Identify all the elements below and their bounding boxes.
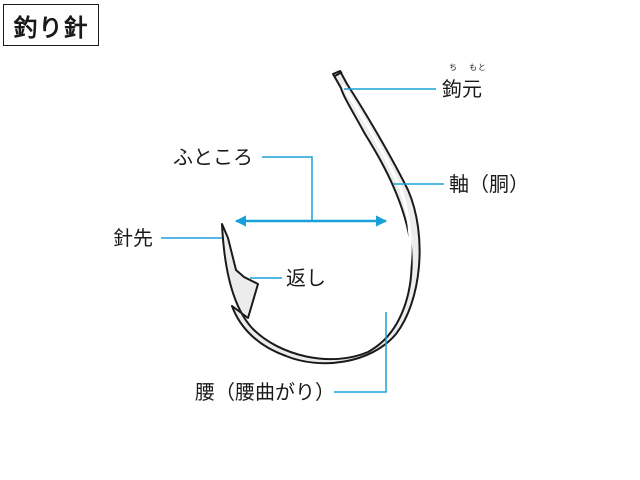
label-kaeshi: 返し [286, 266, 326, 290]
koshi-leader-line [334, 312, 387, 393]
eye-tip [334, 71, 343, 77]
futokoro-leader-line [262, 156, 313, 221]
diagram-title: 釣り針 [3, 4, 99, 46]
label-futokoro: ふところ [173, 145, 253, 169]
label-harisaki: 針先 [113, 226, 153, 250]
chimoto-ruby-chi: ち [449, 63, 458, 72]
label-koshi: 腰（腰曲がり） [195, 380, 335, 404]
chimoto-ruby-moto: もと [469, 63, 487, 72]
hook-shape [221, 70, 421, 365]
hook-highlight [282, 84, 412, 354]
label-jiku: 軸（胴） [449, 172, 529, 196]
label-chimoto: 鉤元 [442, 77, 482, 101]
